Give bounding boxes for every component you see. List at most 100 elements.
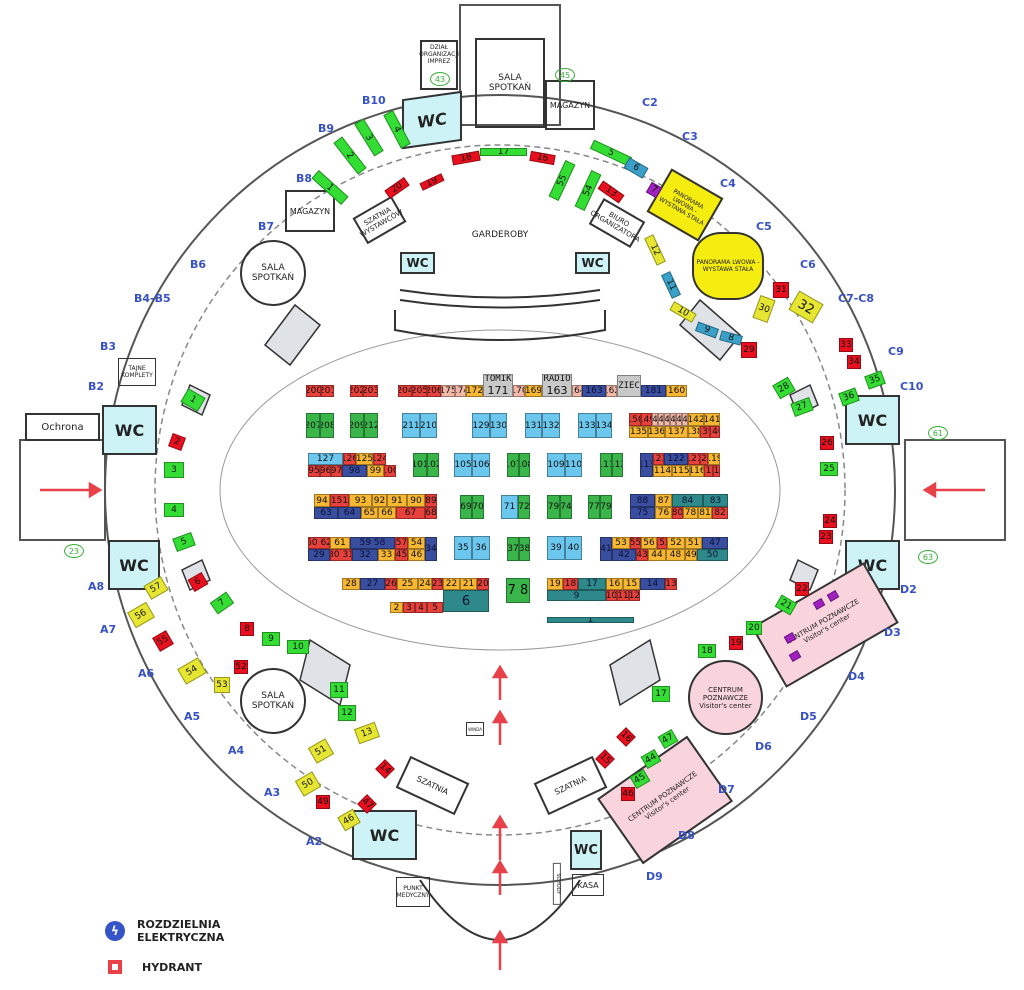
booth-33[interactable]: 33: [378, 549, 395, 561]
booth-147[interactable]: 147: [658, 413, 664, 426]
booth-1[interactable]: 1: [547, 617, 634, 623]
booth-31[interactable]: 31: [773, 282, 789, 298]
booth-117[interactable]: 117: [704, 465, 713, 477]
booth-101[interactable]: 101: [413, 453, 427, 477]
booth-77[interactable]: 77: [588, 495, 600, 519]
booth-51[interactable]: 51: [685, 537, 702, 549]
booth-205[interactable]: 205: [412, 385, 427, 397]
booth-46[interactable]: 46: [621, 787, 635, 801]
booth-208[interactable]: 208: [320, 413, 334, 438]
booth-94[interactable]: 94: [314, 494, 330, 507]
booth-169[interactable]: 169: [525, 385, 542, 397]
booth-53[interactable]: 53: [612, 537, 630, 549]
booth-9[interactable]: 9: [547, 590, 606, 601]
booth-92[interactable]: 92: [372, 494, 387, 507]
booth-28[interactable]: 28: [342, 578, 360, 590]
booth-127[interactable]: 127: [308, 453, 343, 465]
booth-116[interactable]: 116: [690, 465, 704, 477]
booth-83[interactable]: 83: [703, 494, 728, 507]
booth-106[interactable]: 106: [472, 453, 490, 477]
booth-121[interactable]: 121: [688, 453, 700, 465]
booth-144[interactable]: 144: [676, 413, 682, 426]
booth-87[interactable]: 87: [655, 494, 672, 507]
booth-12[interactable]: 12: [629, 590, 640, 601]
booth-203[interactable]: 203: [363, 385, 378, 397]
booth-133[interactable]: 133: [578, 413, 596, 438]
booth-206[interactable]: 206: [427, 385, 441, 397]
booth-98[interactable]: 98: [342, 465, 367, 477]
booth-9[interactable]: 9: [262, 632, 280, 646]
booth-74[interactable]: 74: [560, 495, 572, 519]
booth-44[interactable]: 44: [648, 549, 666, 561]
booth-49[interactable]: 49: [685, 549, 697, 561]
booth-100[interactable]: 100: [384, 465, 396, 477]
booth-76[interactable]: 76: [655, 507, 672, 519]
booth-52[interactable]: 52: [234, 660, 248, 674]
booth-71[interactable]: 71: [501, 495, 518, 519]
booth-52[interactable]: 52: [667, 537, 685, 549]
booth-29[interactable]: 29: [741, 342, 757, 358]
booth-20[interactable]: 20: [477, 578, 489, 590]
booth-211[interactable]: 211: [402, 413, 420, 438]
booth-207[interactable]: 207: [306, 413, 320, 438]
booth-131[interactable]: 131: [525, 413, 542, 438]
booth-89[interactable]: 89: [425, 494, 437, 507]
booth-20[interactable]: 20: [746, 621, 762, 635]
booth-38[interactable]: 38: [519, 537, 530, 561]
booth-60-62[interactable]: 60 62: [308, 537, 330, 549]
booth-37[interactable]: 37: [507, 537, 519, 561]
booth-143[interactable]: 143: [682, 413, 688, 426]
booth-17[interactable]: 17: [652, 686, 670, 702]
booth-134[interactable]: 134: [596, 413, 612, 438]
booth-65[interactable]: 65: [361, 507, 378, 519]
booth-130[interactable]: 130: [490, 413, 507, 438]
booth-75[interactable]: 75: [630, 507, 655, 519]
booth-4[interactable]: 4: [164, 503, 184, 517]
booth-110[interactable]: 110: [565, 453, 582, 477]
booth-17[interactable]: 17: [578, 578, 606, 590]
booth-119[interactable]: 119: [708, 453, 720, 465]
booth-32[interactable]: 32: [352, 549, 378, 561]
booth-43[interactable]: 43: [636, 549, 648, 561]
booth-170[interactable]: 170: [513, 385, 525, 397]
booth-212[interactable]: 212: [364, 413, 378, 438]
booth-57[interactable]: 57: [395, 537, 408, 549]
booth-29[interactable]: 29: [308, 549, 330, 561]
booth-210[interactable]: 210: [420, 413, 437, 438]
booth-48[interactable]: 48: [666, 549, 685, 561]
booth-120[interactable]: 120: [700, 453, 708, 465]
booth-163[interactable]: 163: [582, 385, 606, 397]
booth-34[interactable]: 34: [847, 355, 861, 369]
booth-27[interactable]: 27: [360, 578, 385, 590]
booth-160[interactable]: 160: [666, 385, 687, 397]
booth-15[interactable]: 15: [623, 578, 640, 590]
booth-55[interactable]: 55: [630, 537, 641, 549]
booth-97[interactable]: 97: [331, 465, 342, 477]
booth-10[interactable]: 10: [287, 640, 309, 654]
booth-30-31[interactable]: 30 31: [330, 549, 352, 561]
booth-12[interactable]: 12: [338, 705, 356, 721]
booth-35[interactable]: 35: [454, 536, 472, 560]
booth-25[interactable]: 25: [820, 462, 838, 476]
booth-91[interactable]: 91: [387, 494, 407, 507]
booth-105[interactable]: 105: [454, 453, 472, 477]
booth-53[interactable]: 53: [214, 677, 230, 693]
booth-102[interactable]: 102: [427, 453, 439, 477]
booth-13[interactable]: 13: [665, 578, 677, 590]
booth-125[interactable]: 125: [356, 453, 373, 465]
booth-209[interactable]: 209: [350, 413, 364, 438]
booth-18[interactable]: 18: [563, 578, 578, 590]
booth-3[interactable]: 3: [164, 462, 184, 478]
booth-45[interactable]: 45: [395, 549, 408, 561]
booth-175[interactable]: 175: [441, 385, 455, 397]
booth-141[interactable]: 141: [704, 413, 720, 426]
booth-49[interactable]: 49: [316, 795, 330, 809]
booth-8[interactable]: 8: [240, 622, 254, 636]
booth-19[interactable]: 19: [729, 636, 743, 650]
booth-90[interactable]: 90: [407, 494, 425, 507]
booth-123[interactable]: 123: [653, 453, 664, 465]
booth-201[interactable]: 201: [321, 385, 334, 397]
booth-122[interactable]: 122: [664, 453, 688, 465]
booth-10[interactable]: 10: [606, 590, 617, 601]
